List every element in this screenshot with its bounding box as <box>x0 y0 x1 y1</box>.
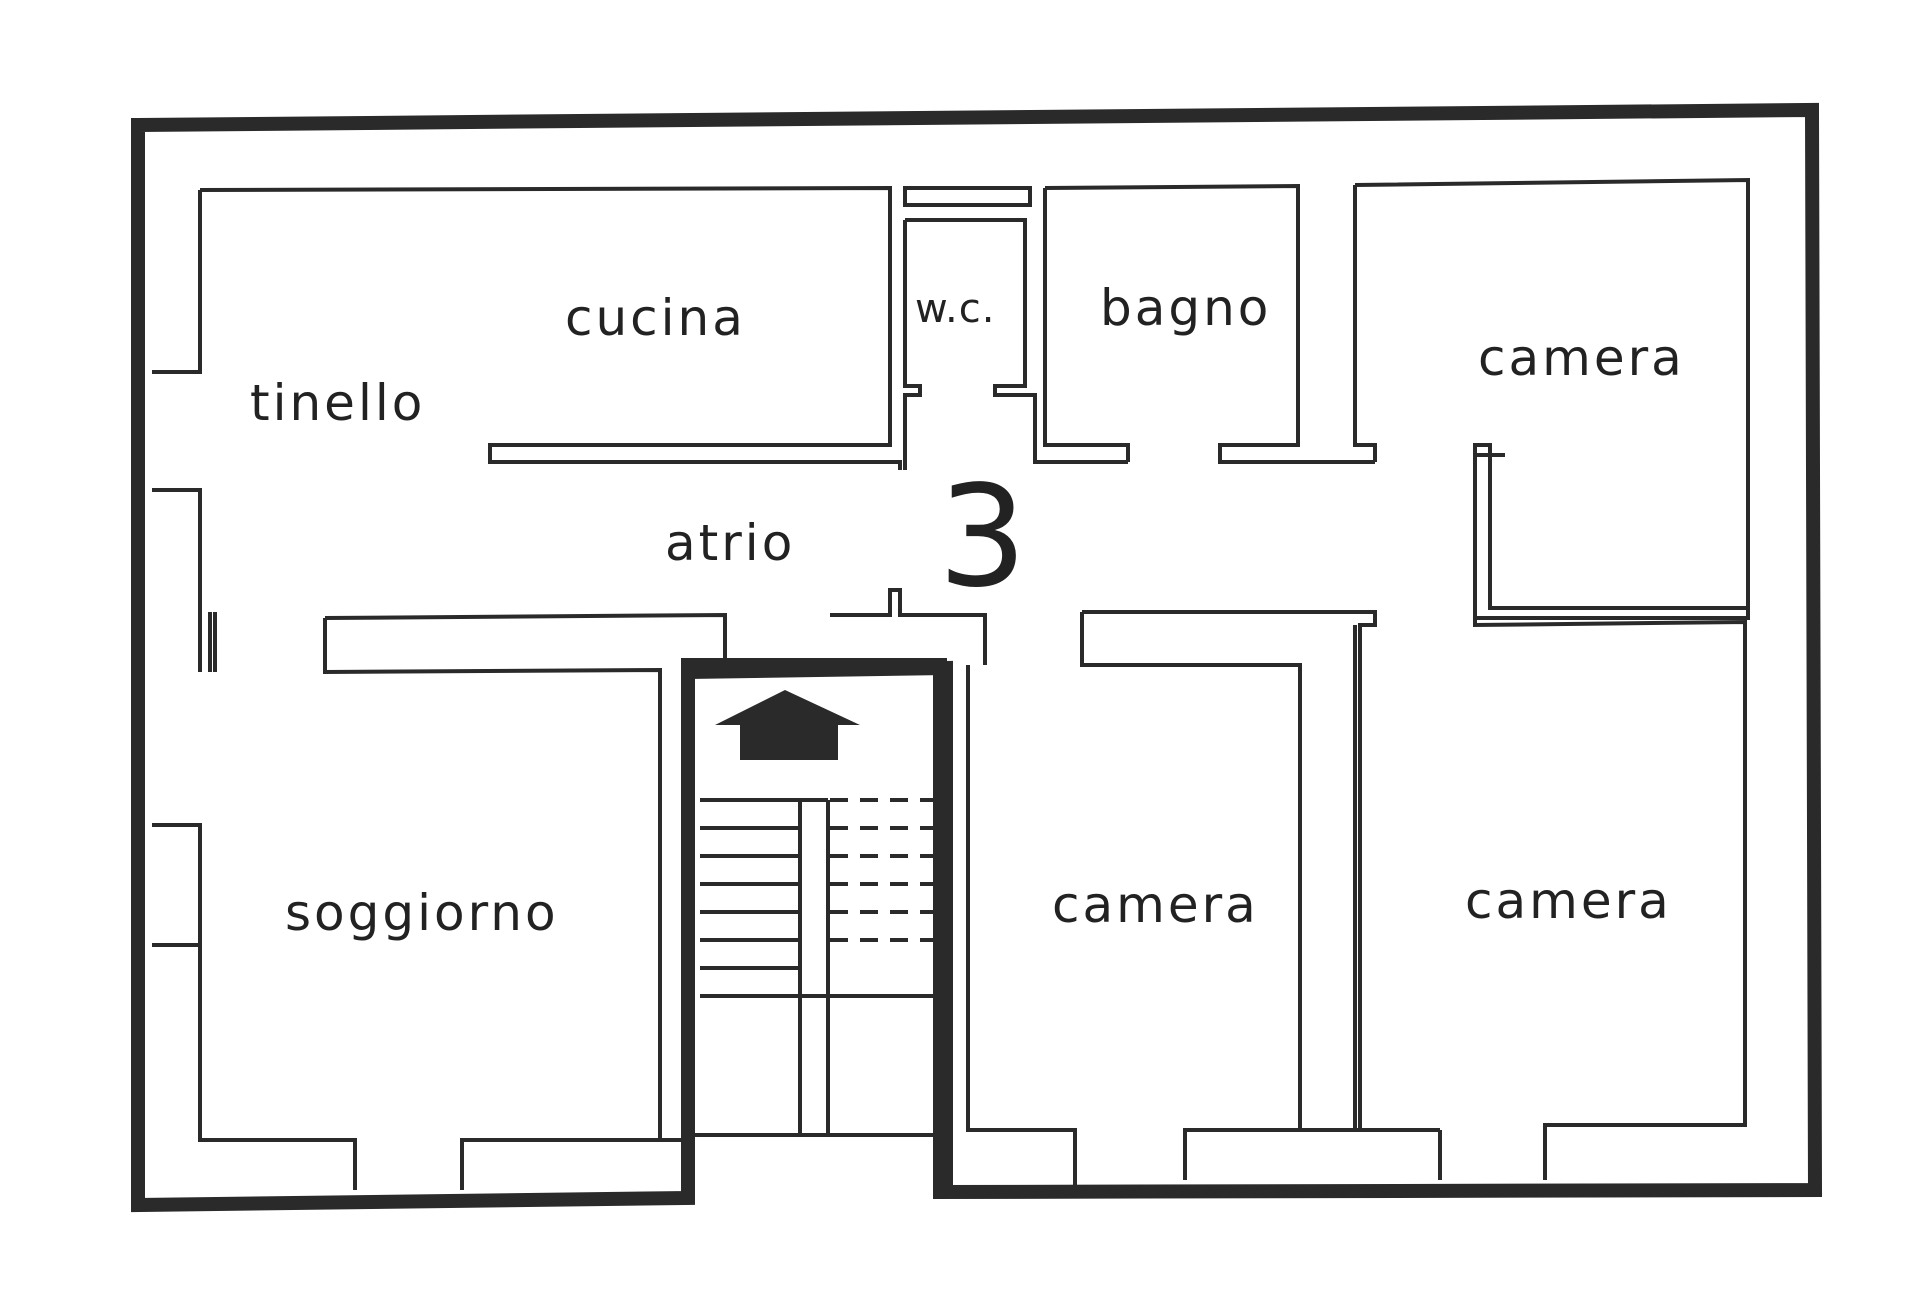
room-label-camera-bottom-right: camera <box>1465 872 1672 930</box>
room-label-soggiorno: soggiorno <box>285 884 559 942</box>
room-label-tinello: tinello <box>250 374 425 432</box>
room-label-cucina: cucina <box>565 289 746 347</box>
room-label-camera-middle: camera <box>1052 876 1259 934</box>
wall-wc <box>903 186 1128 470</box>
wall-camera-middle <box>966 610 1377 1185</box>
wall-camera-top-right <box>1353 177 1750 610</box>
wall-camera-top-right-lower <box>1473 455 1750 620</box>
outer-wall <box>131 102 1823 1213</box>
room-label-wc: w.c. <box>915 286 995 332</box>
wall-soggiorno <box>152 823 660 1190</box>
unit-number: 3 <box>938 456 1027 619</box>
wall-camera-bottom-right <box>1353 618 1747 1180</box>
room-label-atrio: atrio <box>665 514 795 572</box>
stair-treads <box>695 798 940 1137</box>
stair-core-wall <box>681 660 953 1198</box>
wall-left-middle <box>152 488 217 672</box>
room-label-bagno: bagno <box>1100 279 1271 337</box>
entrance-arrow-icon <box>715 690 860 760</box>
wall-atrio-lower <box>323 588 987 1142</box>
wall-tinello-left <box>152 190 202 374</box>
wall-bagno <box>1043 183 1375 464</box>
room-label-camera-top-right: camera <box>1478 329 1685 387</box>
wall-cucina <box>199 185 902 470</box>
